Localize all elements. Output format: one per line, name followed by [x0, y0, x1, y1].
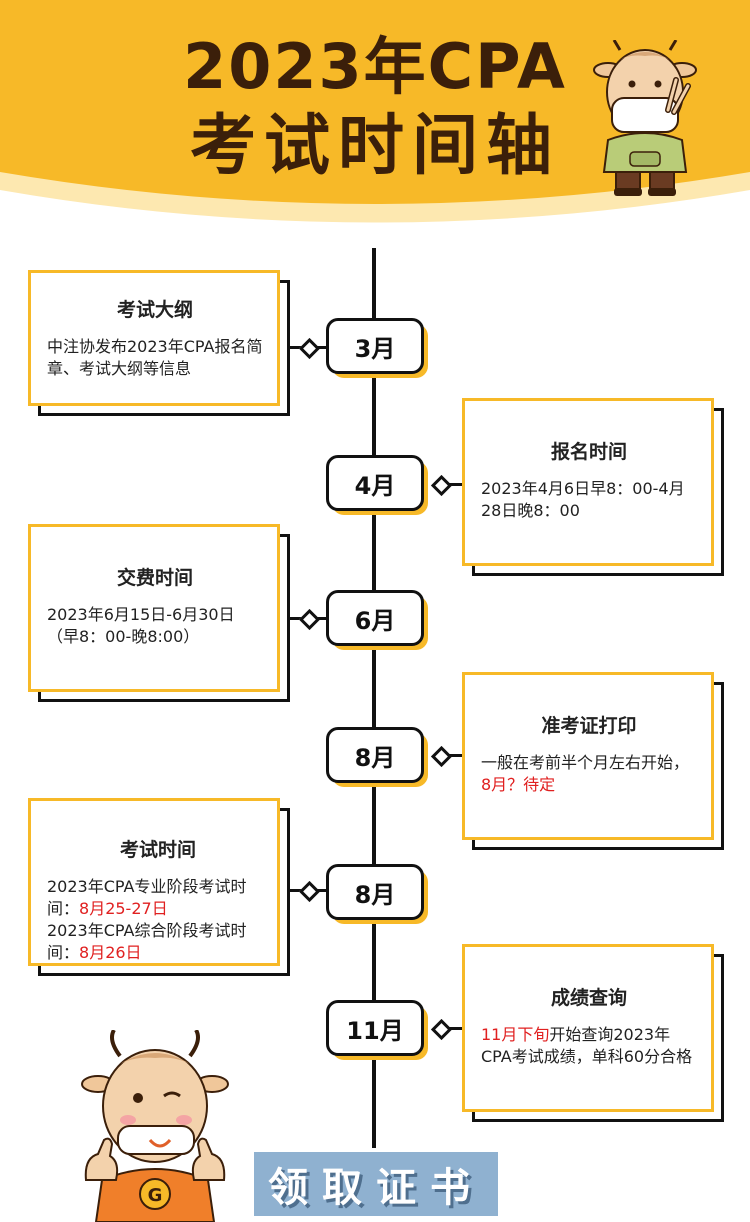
month-label: 8月: [326, 864, 424, 920]
card-title: 准考证打印: [541, 715, 637, 737]
card-title: 交费时间: [116, 567, 193, 589]
card-text: 中注协发布2023年CPA报名简章、考试大纲等信息: [47, 337, 263, 378]
month-label: 11月: [326, 1000, 424, 1056]
timeline-card-outline: 考试大纲 中注协发布2023年CPA报名简章、考试大纲等信息: [28, 270, 290, 416]
timeline-axis: [372, 248, 376, 1148]
card-text-plain: 一般在考前半个月左右开始，: [481, 753, 690, 772]
card-text-line1: 2023年CPA专业阶段考试时间：8月25-27日: [47, 876, 269, 920]
card-text: 11月下旬开始查询2023年CPA考试成绩，单科60分合格: [481, 1024, 697, 1068]
connector-line: [448, 483, 462, 486]
card-text-line2: 2023年CPA综合阶段考试时间：8月26日: [47, 920, 269, 964]
timeline-card-exam: 考试时间 2023年CPA专业阶段考试时间：8月25-27日 2023年CPA综…: [28, 798, 290, 976]
card-text-plain: 开始查询2023年CPA考试成绩，单科60分合格: [481, 1025, 693, 1066]
month-pill: 8月: [326, 864, 428, 924]
card-text-red: 8月？待定: [481, 775, 556, 794]
card-text: 一般在考前半个月左右开始， 8月？待定: [481, 752, 697, 796]
mascot-badge-letter: G: [148, 1185, 163, 1206]
month-pill: 6月: [326, 590, 428, 650]
card-title: 报名时间: [550, 441, 627, 463]
card-title: 考试大纲: [116, 299, 193, 321]
header-banner: 2023年CPA 考试时间轴: [0, 0, 750, 245]
month-pill: 11月: [326, 1000, 428, 1060]
card-title: 成绩查询: [550, 987, 627, 1009]
page-title-line2: 考试时间轴: [190, 107, 560, 184]
card-text: 2023年4月6日早8：00-4月28日晚8：00: [481, 479, 685, 520]
card-text-red: 8月26日: [79, 943, 142, 962]
connector-line: [448, 1027, 462, 1030]
header-background: [0, 0, 750, 223]
month-pill: 8月: [326, 727, 428, 787]
connector-line: [290, 617, 302, 620]
card-text-plain: 2023年CPA专业阶段考试时间：: [47, 877, 247, 918]
card-text-red: 11月下旬: [481, 1025, 550, 1044]
connector-line: [290, 889, 302, 892]
month-label: 3月: [326, 318, 424, 374]
card-text-red: 8月25-27日: [79, 899, 168, 918]
card-text-plain: 2023年CPA综合阶段考试时间：: [47, 921, 247, 962]
card-title: 考试时间: [119, 839, 196, 861]
month-pill: 3月: [326, 318, 428, 378]
connector-line: [316, 889, 326, 892]
cow-mascot-thumbs-up-icon: G: [81, 1030, 229, 1222]
month-pill: 4月: [326, 455, 428, 515]
card-text-line2: （早8：00-晚8:00）: [47, 627, 200, 646]
page-title-line1: 2023年CPA: [183, 30, 567, 103]
connector-line: [290, 346, 302, 349]
month-label: 8月: [326, 727, 424, 783]
connector-line: [316, 346, 326, 349]
timeline-card-registration: 报名时间 2023年4月6日早8：00-4月28日晚8：00: [462, 398, 724, 576]
card-text-line1: 2023年6月15日-6月30日: [47, 605, 235, 624]
connector-line: [448, 754, 462, 757]
get-certificate-label: 领取证书: [268, 1165, 484, 1211]
month-label: 4月: [326, 455, 424, 511]
get-certificate-button[interactable]: 领取证书: [254, 1152, 498, 1216]
connector-line: [316, 617, 326, 620]
month-label: 6月: [326, 590, 424, 646]
timeline-card-admission: 准考证打印 一般在考前半个月左右开始， 8月？待定: [462, 672, 724, 850]
cow-mascot-peace-icon: [593, 40, 697, 196]
timeline-card-payment: 交费时间 2023年6月15日-6月30日 （早8：00-晚8:00）: [28, 524, 290, 702]
timeline-card-results: 成绩查询 11月下旬开始查询2023年CPA考试成绩，单科60分合格: [462, 944, 724, 1122]
